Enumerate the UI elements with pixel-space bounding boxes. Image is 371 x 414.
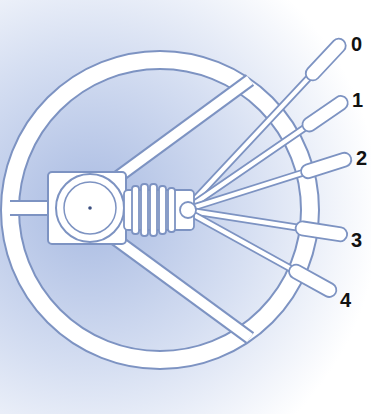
wheel-rim [10, 60, 310, 360]
position-number: 1 [352, 90, 363, 110]
stalk-positions [187, 36, 353, 300]
position-number: 0 [351, 34, 362, 54]
wheel-hub [48, 172, 126, 244]
stalk-housing [124, 184, 196, 236]
position-number: 4 [340, 290, 351, 310]
position-number: 2 [356, 148, 367, 168]
position-number: 3 [351, 230, 362, 250]
wheel-spokes [10, 80, 250, 338]
